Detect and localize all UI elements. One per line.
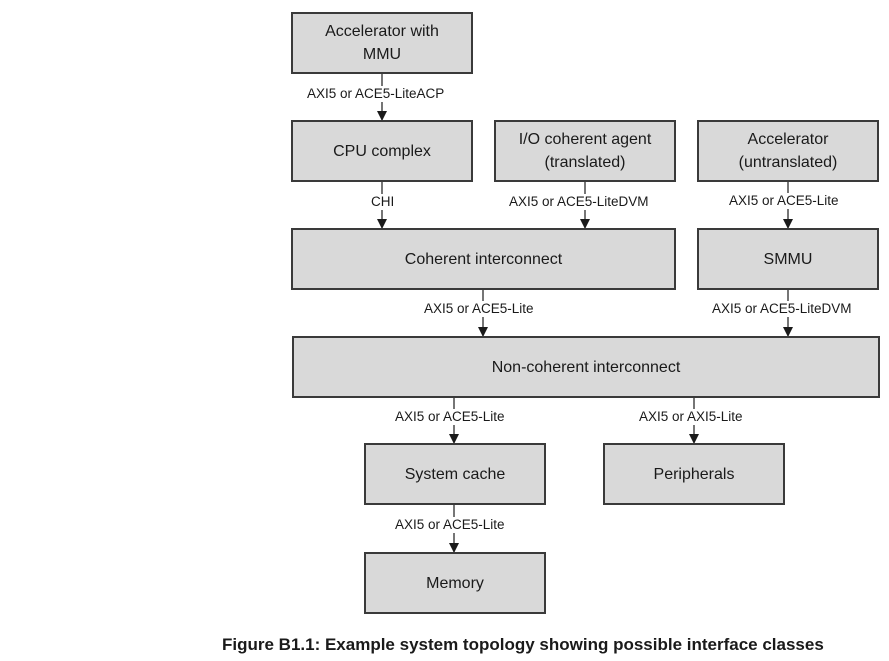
label-cache-to-memory: AXI5 or ACE5-Lite [394, 517, 506, 533]
peripherals-box: Peripherals [603, 443, 785, 505]
accelerator-with-mmu-box: Accelerator with MMU [291, 12, 473, 74]
label-coherent-to-noncoherent: AXI5 or ACE5-Lite [423, 301, 535, 317]
io-coherent-agent-box: I/O coherent agent (translated) [494, 120, 676, 182]
figure-caption: Figure B1.1: Example system topology sho… [222, 635, 824, 654]
label-smmu-to-noncoherent: AXI5 or ACE5-LiteDVM [711, 301, 853, 317]
label-cpu-to-coherent: CHI [370, 194, 396, 210]
memory-box: Memory [364, 552, 546, 614]
label-noncoherent-to-peripherals: AXI5 or AXI5-Lite [638, 409, 744, 425]
coherent-interconnect-box: Coherent interconnect [291, 228, 676, 290]
label-accel-to-cpu: AXI5 or ACE5-LiteACP [306, 86, 446, 102]
label-accel-to-smmu: AXI5 or ACE5-Lite [728, 193, 840, 209]
accelerator-untranslated-box: Accelerator (untranslated) [697, 120, 879, 182]
system-cache-box: System cache [364, 443, 546, 505]
non-coherent-interconnect-box: Non-coherent interconnect [292, 336, 880, 398]
smmu-box: SMMU [697, 228, 879, 290]
label-noncoherent-to-cache: AXI5 or ACE5-Lite [394, 409, 506, 425]
cpu-complex-box: CPU complex [291, 120, 473, 182]
label-io-to-coherent: AXI5 or ACE5-LiteDVM [508, 194, 650, 210]
